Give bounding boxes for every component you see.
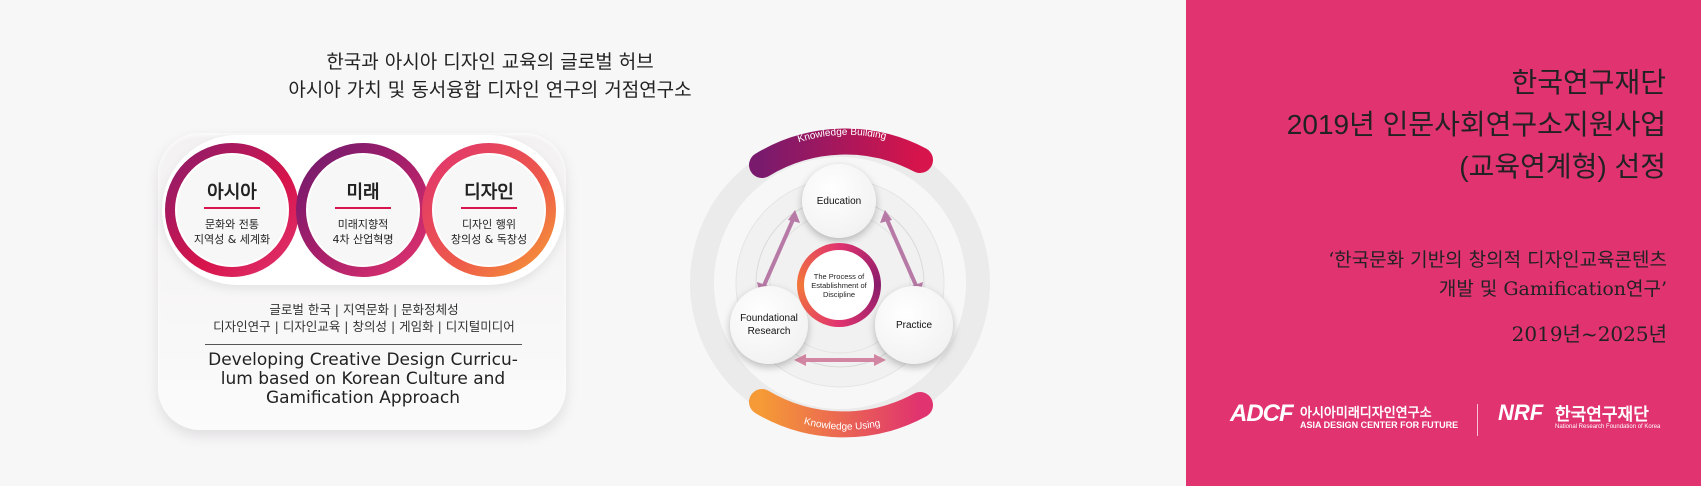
circle-future-sub-2: 4차 산업혁명 bbox=[332, 233, 394, 246]
panel-title: 한국연구재단 2019년 인문사회연구소지원사업 (교육연계형) 선정 bbox=[1287, 62, 1666, 188]
center-node-inner: The Process of Establishment of Discipli… bbox=[804, 250, 874, 320]
nrf-logo-english: National Research Foundation of Korea bbox=[1555, 424, 1661, 430]
circle-design-underline bbox=[461, 207, 517, 209]
logo-separator bbox=[1477, 404, 1478, 436]
node-practice: Practice bbox=[875, 286, 953, 364]
circle-asia-sub-1: 문화와 전통 bbox=[204, 218, 260, 231]
circle-asia: 아시아 문화와 전통 지역성 & 세계화 bbox=[177, 178, 287, 247]
node-education: Education bbox=[802, 164, 876, 238]
circle-asia-underline bbox=[204, 207, 260, 209]
adcf-logo-mark: ADCF bbox=[1230, 400, 1294, 427]
right-panel bbox=[1186, 0, 1701, 486]
panel-quote: ‘한국문화 기반의 창의적 디자인교육콘텐츠 개발 및 Gamification… bbox=[1328, 246, 1667, 304]
circle-asia-title: 아시아 bbox=[207, 182, 257, 203]
circle-future-underline bbox=[335, 207, 391, 209]
circle-design-sub-2: 창의성 & 독창성 bbox=[450, 233, 528, 246]
ring-design-inner bbox=[434, 155, 544, 265]
keywords-line-2: 디자인연구 | 디자인교육 | 창의성 | 게임화 | 디지털미디어 bbox=[213, 319, 515, 334]
arrow-right-head-1 bbox=[880, 210, 892, 223]
node-foundational-label: Foundational Research bbox=[740, 312, 798, 338]
arrow-bottom-head-1 bbox=[794, 354, 806, 366]
english-title-line-3: Gamification Approach bbox=[265, 388, 461, 408]
arrow-right bbox=[883, 214, 920, 291]
circle-design-title: 디자인 bbox=[464, 182, 514, 203]
panel-years: 2019년~2025년 bbox=[1511, 322, 1667, 346]
panel-quote-line-2: 개발 및 Gamification연구’ bbox=[1438, 278, 1667, 300]
center-node: The Process of Establishment of Discipli… bbox=[797, 243, 881, 327]
node-education-label: Education bbox=[816, 195, 862, 207]
node-foundational-research: Foundational Research bbox=[730, 286, 808, 364]
panel-title-line-2: 2019년 인문사회연구소지원사업 bbox=[1286, 109, 1666, 140]
arrow-bottom-head-2 bbox=[874, 354, 886, 366]
panel-title-line-3: (교육연계형) 선정 bbox=[1459, 151, 1666, 182]
nrf-logo-korean: 한국연구재단 bbox=[1555, 405, 1649, 425]
circle-design-sub-1: 디자인 행위 bbox=[461, 218, 517, 231]
knowledge-using-arc bbox=[749, 389, 933, 438]
panel-title-line-1: 한국연구재단 bbox=[1511, 67, 1666, 98]
arrow-left-head-1 bbox=[788, 210, 800, 223]
adcf-logo-english: ASIA DESIGN CENTER FOR FUTURE bbox=[1300, 420, 1459, 430]
logos: ADCF 아시아미래디자인연구소 ASIA DESIGN CENTER FOR … bbox=[1230, 400, 1670, 440]
arrow-left bbox=[760, 214, 797, 291]
english-title-line-1: Developing Creative Design Curricu- bbox=[208, 350, 518, 370]
headline: 한국과 아시아 디자인 교육의 글로벌 허브 아시아 가치 및 동서융합 디자인… bbox=[0, 48, 980, 104]
circle-future-sub-1: 미래지향적 bbox=[337, 218, 389, 231]
center-node-label: The Process of Establishment of Discipli… bbox=[811, 272, 866, 299]
keywords-divider bbox=[205, 344, 522, 345]
keywords-line-1: 글로벌 한국 | 지역문화 | 문화정체성 bbox=[269, 302, 459, 317]
ring-asia-inner bbox=[177, 155, 287, 265]
ring-future-inner bbox=[308, 155, 418, 265]
center-line-3: Discipline bbox=[822, 289, 856, 299]
center-line-1: The Process of bbox=[813, 271, 865, 281]
circle-asia-sub-2: 지역성 & 세계화 bbox=[193, 233, 271, 246]
headline-line-1: 한국과 아시아 디자인 교육의 글로벌 허브 bbox=[326, 51, 654, 73]
node-practice-label: Practice bbox=[895, 319, 933, 331]
circle-future-title: 미래 bbox=[346, 182, 380, 203]
panel-quote-line-1: ‘한국문화 기반의 창의적 디자인교육콘텐츠 bbox=[1328, 249, 1667, 271]
english-title: Developing Creative Design Curricu- lum … bbox=[195, 351, 531, 408]
adcf-logo-korean: 아시아미래디자인연구소 bbox=[1300, 406, 1432, 421]
center-line-2: Establishment of bbox=[811, 280, 867, 290]
headline-line-2: 아시아 가치 및 동서융합 디자인 연구의 거점연구소 bbox=[288, 79, 692, 101]
knowledge-building-arc bbox=[749, 128, 933, 178]
node-foundational-line-1: Foundational bbox=[740, 313, 798, 324]
nrf-logo-mark: NRF bbox=[1498, 400, 1544, 425]
circle-design: 디자인 디자인 행위 창의성 & 독창성 bbox=[434, 178, 544, 247]
node-foundational-line-2: Research bbox=[747, 326, 791, 337]
english-title-line-2: lum based on Korean Culture and bbox=[220, 369, 506, 389]
circle-future: 미래 미래지향적 4차 산업혁명 bbox=[308, 178, 418, 247]
